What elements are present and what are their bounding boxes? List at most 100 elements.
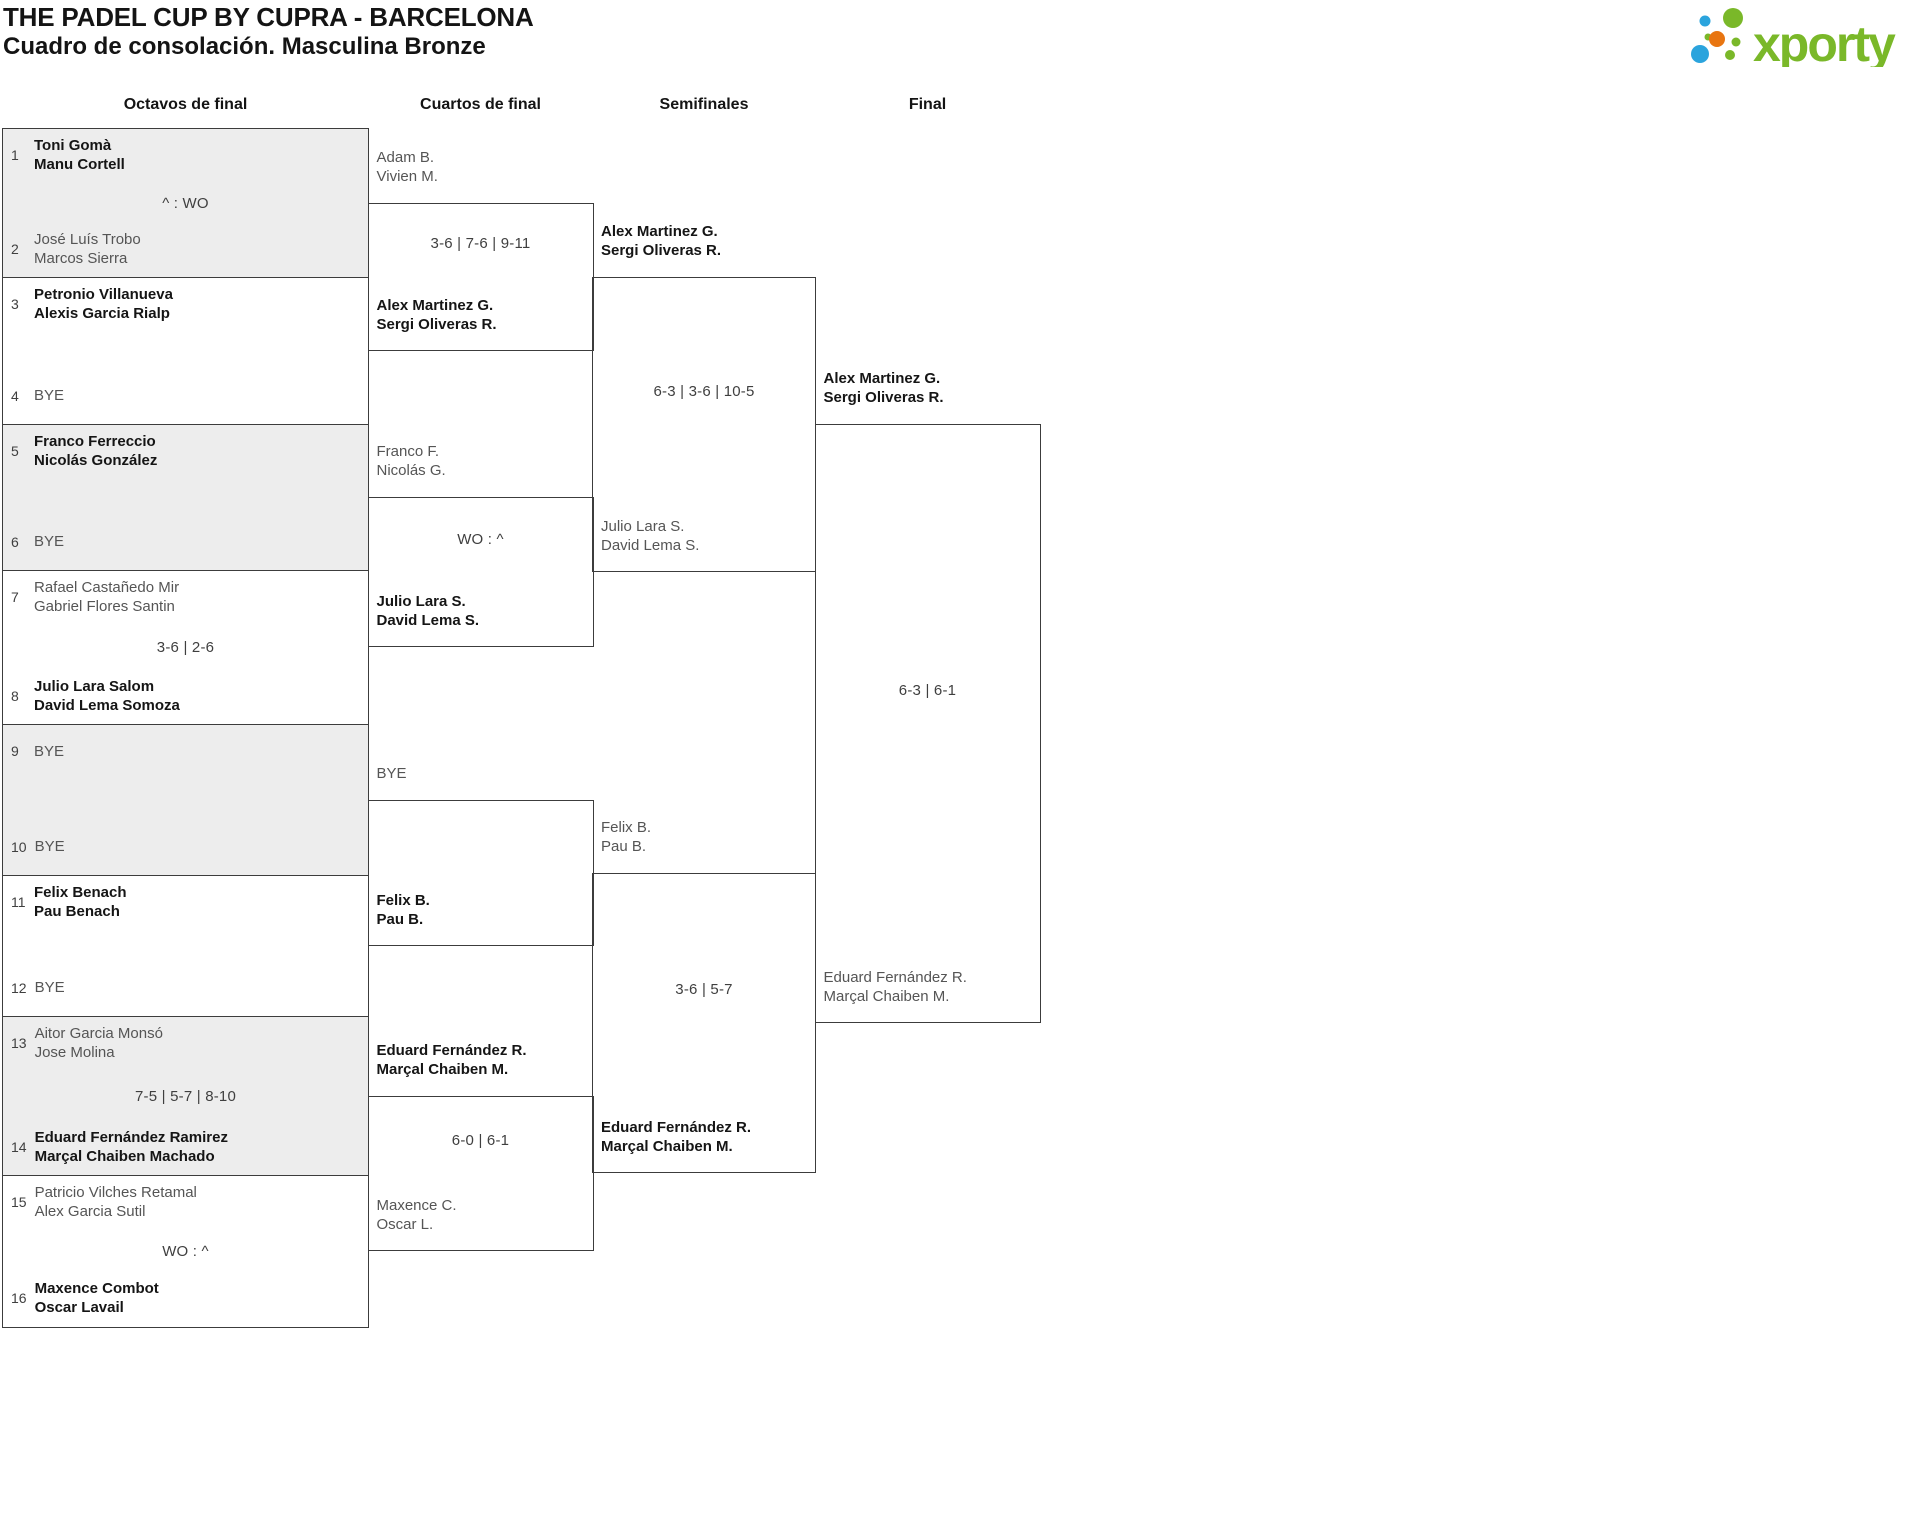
team-name-line: Marçal Chaiben M.	[376, 1060, 509, 1078]
team-name-line: Felix B.	[376, 891, 430, 909]
team-name-line: Eduard Fernández R.	[823, 968, 967, 986]
team-name-line: Julio Lara S.	[601, 518, 685, 535]
match-box-sf-2	[592, 872, 816, 1173]
match-score: 6-3 | 6-1	[898, 682, 957, 699]
seed-number: 8	[11, 687, 19, 704]
team-name-line: Marçal Chaiben M.	[823, 987, 950, 1005]
seed-number: 15	[11, 1194, 27, 1210]
team-name-line: Marçal Chaiben M.	[601, 1138, 733, 1155]
match-score: 6-3 | 3-6 | 10-5	[653, 382, 755, 400]
team-name-line: Sergi Oliveras R.	[376, 315, 497, 333]
xporty-logo: xporty	[1691, 8, 1898, 67]
team-name-line: Pau B.	[376, 910, 424, 928]
match-score: WO : ^	[162, 1242, 209, 1260]
team-name: BYE	[34, 377, 64, 415]
team-name-line: Julio Lara S.	[376, 593, 466, 610]
team-name-line: Toni Gomà	[34, 137, 112, 154]
seed-number: 16	[11, 1289, 27, 1306]
match-box-final-1	[814, 424, 1041, 1023]
team-slot-bottom: 12 BYE	[11, 969, 358, 1007]
team-name-line: David Lema S.	[376, 612, 480, 629]
team-name-line: BYE	[34, 838, 65, 855]
round-header-2: Cuartos de final	[420, 96, 541, 113]
team-name-line: Pau Benach	[34, 903, 120, 920]
logo-dot-icon	[1731, 37, 1741, 47]
team-name-line: Manu Cortell	[34, 156, 125, 173]
logo-dot-icon	[1723, 8, 1743, 28]
team-name-line: Aitor Garcia Monsó	[34, 1025, 163, 1042]
team-name-line: Alex Martinez G.	[601, 222, 718, 240]
team-name-line: Pau B.	[601, 837, 647, 855]
team-name-line: Marcos Sierra	[34, 249, 128, 267]
team-name-line: Patricio Vilches Retamal	[34, 1184, 197, 1201]
match-box-qf-2	[367, 497, 594, 647]
team-name-line: BYE	[34, 979, 65, 996]
round-header-3: Semifinales	[659, 96, 749, 113]
match-box-qf-4	[367, 1095, 594, 1251]
team-slot-bottom: 4 BYE	[11, 377, 358, 415]
team-name-line: Jose Molina	[34, 1044, 115, 1061]
team-label-bottom: Maxence C.Oscar L.	[377, 1196, 457, 1234]
seed-number: 3	[11, 296, 19, 312]
page-subtitle: Cuadro de consolación. Masculina Bronze	[3, 33, 486, 60]
seed-number: 9	[11, 743, 19, 759]
team-label-top: Franco F.Nicolás G.	[377, 442, 446, 480]
team-name-line: Sergi Oliveras R.	[823, 389, 944, 407]
team-name-line: BYE	[376, 764, 407, 782]
team-label-bottom: Alex Martinez G.Sergi Oliveras R.	[377, 296, 497, 334]
seed-number: 2	[11, 240, 19, 257]
team-name-line: Alex Martinez G.	[376, 296, 494, 314]
team-name-line: Julio Lara Salom	[34, 677, 155, 695]
team-label-top: Alex Martinez G.Sergi Oliveras R.	[601, 222, 721, 260]
team-label-bottom: Eduard Fernández R.Marçal Chaiben M.	[601, 1118, 751, 1156]
team-name-line: Petronio Villanueva	[34, 286, 173, 303]
team-name: BYE	[34, 732, 64, 770]
seed-number: 12	[11, 979, 27, 996]
team-name-line: Nicolás G.	[376, 462, 446, 479]
team-name: BYE	[35, 828, 65, 866]
team-name-line: Gabriel Flores Santin	[34, 598, 175, 615]
team-name-line: Eduard Fernández Ramirez	[34, 1128, 228, 1146]
team-name-line: Alex Garcia Sutil	[34, 1203, 146, 1220]
logo-dot-icon	[1699, 15, 1711, 27]
round-header-1: Octavos de final	[123, 96, 248, 113]
logo-dot-icon	[1691, 45, 1709, 63]
team-name-line: Felix Benach	[34, 884, 127, 901]
team-name-line: Maxence C.	[376, 1196, 457, 1214]
seed-number: 7	[11, 589, 19, 605]
seed-number: 4	[11, 387, 19, 404]
team-label-top: BYE	[377, 764, 407, 783]
team-name: BYE	[34, 523, 64, 561]
team-name-line: Alexis Garcia Rialp	[34, 305, 170, 322]
logo-dot-icon	[1709, 31, 1725, 47]
page-title: THE PADEL CUP BY CUPRA - BARCELONA	[3, 2, 534, 32]
match-score: 3-6 | 7-6 | 9-11	[430, 235, 531, 252]
logo-dot-icon	[1725, 50, 1735, 60]
team-label-bottom: Julio Lara S.David Lema S.	[601, 517, 699, 555]
team-label-top: Alex Martinez G.Sergi Oliveras R.	[824, 369, 944, 407]
team-name-line: Vivien M.	[376, 167, 438, 185]
